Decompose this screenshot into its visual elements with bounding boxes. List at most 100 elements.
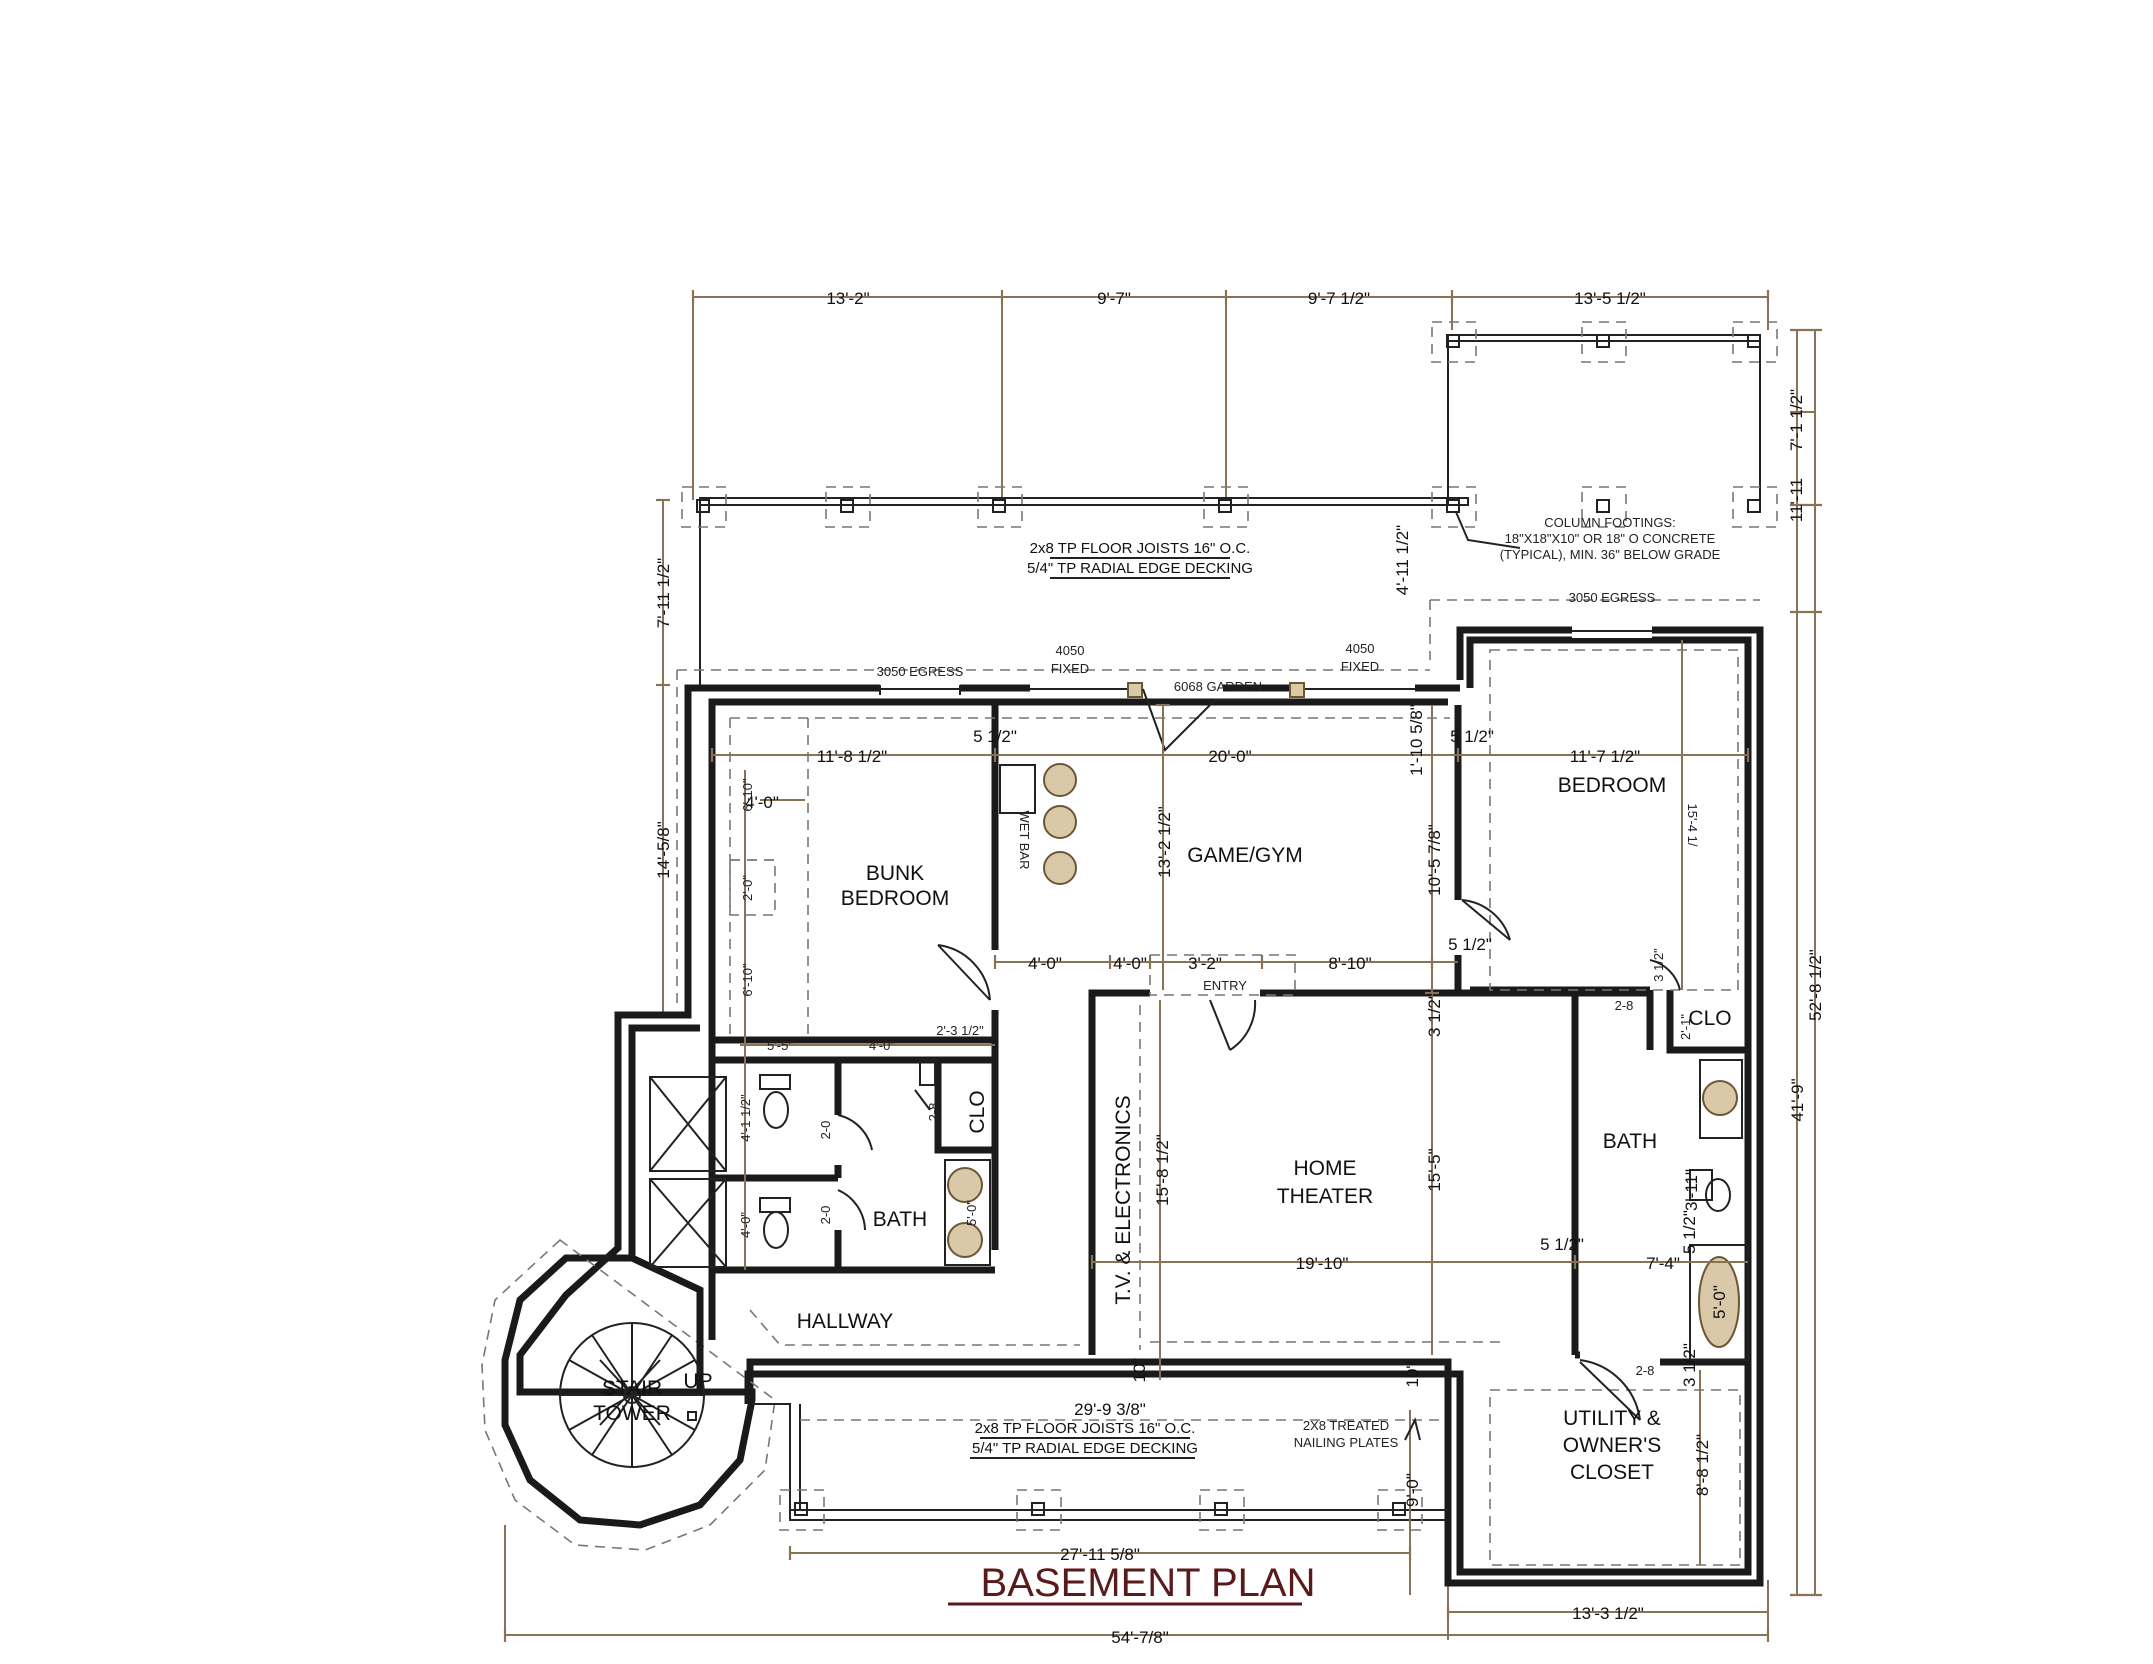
column-footings-note-2: 18"X18"X10" OR 18" O CONCRETE [1505, 531, 1716, 546]
plan-title-text: BASEMENT PLAN [981, 1561, 1316, 1605]
dim-ht-gap: 3 1/2" [1425, 993, 1444, 1037]
dim-bunk-sm3: 6'-10" [740, 963, 755, 997]
dim-hall-2: 4'-0" [869, 1038, 895, 1053]
dim-porch-d: 9'-0" [1403, 1473, 1422, 1507]
dim-door-28b: 2-8 [1636, 1363, 1655, 1378]
dim-util-h: 8'-8 1/2" [1693, 1434, 1712, 1496]
dim-top-3: 9'-7 1/2" [1308, 289, 1370, 308]
stair-up-label: UP [683, 1370, 712, 1393]
nailing-plates-note-2: NAILING PLATES [1294, 1435, 1399, 1450]
dim-clo-r1: 3 1/2" [1651, 948, 1666, 982]
dim-hall-3: 2'-3 1/2" [936, 1023, 984, 1038]
column-footings-note-1: COLUMN FOOTINGS: [1544, 515, 1675, 530]
dim-left-wall: 14'-5/8" [654, 821, 673, 878]
room-bedroom: BEDROOM [1558, 774, 1667, 797]
dimension-labels: 13'-2" 9'-7" 9'-7 1/2" 13'-5 1/2" 7'-11 … [654, 289, 1825, 1647]
room-home-theater-2: THEATER [1277, 1185, 1373, 1208]
dim-bed-h: 15'-4 1/ [1685, 804, 1700, 847]
fixed-note-2a: 4050 [1346, 641, 1375, 656]
fixed-note-1b: FIXED [1051, 661, 1089, 676]
dim-door-28c: 2-8 [926, 1103, 941, 1122]
entry-label: ENTRY [1203, 978, 1247, 993]
room-clo-right: CLO [1688, 1007, 1731, 1030]
interior-dimensions [710, 640, 1750, 1565]
tv-electronics-label: T.V. & ELECTRONICS [1112, 1095, 1135, 1304]
room-stair-tower-2: TOWER [593, 1402, 671, 1425]
windows [879, 624, 1652, 752]
room-bunk-bedroom-2: BEDROOM [841, 887, 950, 910]
notes: 2x8 TP FLOOR JOISTS 16" O.C. 5/4" TP RAD… [877, 515, 1721, 1459]
dim-bath-40: 4'-0" [738, 1212, 753, 1238]
room-labels: BUNK BEDROOM GAME/GYM BEDROOM HOME THEAT… [593, 774, 1731, 1484]
dim-bottom-total: 54'-7/8" [1111, 1628, 1168, 1647]
plan-title: BASEMENT PLAN [948, 1561, 1316, 1606]
dim-right-inner: 41'-9" [1788, 1078, 1807, 1121]
room-stair-tower-1: STAIR [602, 1377, 662, 1400]
dim-rbath-w: 7'-4" [1646, 1254, 1680, 1273]
fixtures [649, 763, 1749, 1361]
top-deck [676, 321, 1778, 1010]
egress-left-note: 3050 EGRESS [877, 664, 964, 679]
dim-ht-h2: 15'-5" [1425, 1148, 1444, 1191]
dim-tub: 5'-0" [1710, 1285, 1729, 1319]
dim-ten: 10" [1130, 1358, 1149, 1383]
dim-rbath-gap: 5 1/2" [1680, 1210, 1699, 1254]
dim-bunk-sm2: 2'-0" [740, 875, 755, 901]
doors [837, 899, 1681, 1421]
dim-game-w: 20'-0" [1208, 747, 1251, 766]
deck-top-note-2: 5/4" TP RADIAL EDGE DECKING [1027, 560, 1253, 577]
dim-vanity: 3'-11" [1682, 1169, 1701, 1211]
dim-ten2: 10" [1403, 1363, 1422, 1388]
dim-right-deck-b: 7'-1 1/2" [1787, 389, 1806, 451]
dim-util-gap: 3 1/2" [1680, 1343, 1699, 1387]
fixed-note-2b: FIXED [1341, 659, 1379, 674]
dim-gap-1: 5 1/2" [973, 727, 1017, 746]
deck-bottom-note-1: 2x8 TP FLOOR JOISTS 16" O.C. [975, 1420, 1196, 1437]
room-game-gym: GAME/GYM [1187, 844, 1303, 867]
dim-ht-w: 19'-10" [1296, 1254, 1349, 1273]
dim-row-2: 4'-0" [1113, 954, 1147, 973]
interior-dashed [729, 649, 1741, 1566]
dim-bath-20b: 2-0 [818, 1206, 833, 1225]
dim-porch-len: 27'-11 5/8" [1060, 1545, 1140, 1564]
dim-bunk-4: 4'-0" [745, 793, 779, 812]
dim-row-3: 3'-2" [1188, 954, 1222, 973]
dim-left-deck: 7'-11 1/2" [654, 558, 673, 628]
dim-bunk-w: 11'-8 1/2" [817, 747, 887, 766]
dim-top-4: 13'-5 1/2" [1574, 289, 1646, 308]
dim-door-28a: 2-8 [1615, 998, 1634, 1013]
dim-bunk-sm1: 6'-10" [740, 778, 755, 812]
deck-bottom-note-2: 5/4" TP RADIAL EDGE DECKING [972, 1440, 1198, 1457]
dim-right-total: 52'-8 1/2" [1806, 949, 1825, 1021]
interior-walls [696, 705, 1748, 1392]
dim-bath-20a: 2-0 [818, 1121, 833, 1140]
dim-ht-gap2: 5 1/2" [1540, 1235, 1584, 1254]
wet-bar-label: WET BAR [1017, 811, 1032, 870]
room-hallway: HALLWAY [797, 1310, 893, 1333]
dim-gap-2: 1'-10 5/8" [1407, 704, 1426, 776]
dim-hall-1: 5'-5" [767, 1038, 793, 1053]
nailing-plates-note-1: 2X8 TREATED [1303, 1418, 1389, 1433]
dim-row-5: 5 1/2" [1448, 935, 1492, 954]
dim-porch-w: 29'-9 3/8" [1074, 1400, 1146, 1419]
dim-top-1: 13'-2" [826, 289, 869, 308]
dim-top-2: 9'-7" [1097, 289, 1131, 308]
bottom-porch [752, 1403, 1448, 1595]
room-utility-2: OWNER'S [1563, 1434, 1662, 1457]
deck-top-note-1: 2x8 TP FLOOR JOISTS 16" O.C. [1030, 540, 1251, 557]
dim-ht-h: 15'-8 1/2" [1153, 1134, 1172, 1206]
garden-door-note: 6068 GARDEN [1174, 679, 1262, 694]
dim-row-4: 8'-10" [1328, 954, 1371, 973]
dim-row-1: 4'-0" [1028, 954, 1062, 973]
dim-right-deck-a: 11'-11 [1787, 478, 1806, 522]
dim-deck-depth: 4'-11 1/2" [1393, 525, 1412, 595]
room-utility-3: CLOSET [1570, 1461, 1654, 1484]
room-bunk-bedroom-1: BUNK [866, 862, 924, 885]
dim-bed-w: 11'-7 1/2" [1570, 747, 1640, 766]
room-utility-1: UTILITY & [1563, 1407, 1661, 1430]
egress-right-note: 3050 EGRESS [1569, 590, 1656, 605]
spiral-stair [559, 1322, 705, 1468]
room-clo-left: CLO [966, 1090, 989, 1133]
dim-bath-50: 5'-0" [964, 1200, 979, 1226]
